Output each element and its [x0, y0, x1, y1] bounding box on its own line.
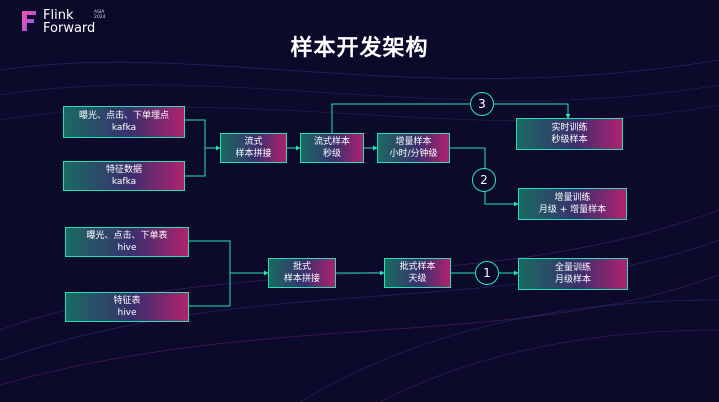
- marker-3: 3: [470, 92, 494, 116]
- node-label: 流式: [244, 137, 263, 147]
- edge-batch-source1-to-batch-join: [189, 240, 269, 276]
- logo-wordmark: Flink Forward: [43, 9, 95, 35]
- node-realtime-events-kafka: 曝光、点击、下单埋点 kafka: [63, 106, 185, 138]
- node-label: 全量训练: [554, 263, 591, 273]
- node-sublabel: kafka: [111, 177, 137, 187]
- node-batch-events-hive: 曝光、点击、下单表 hive: [65, 227, 189, 257]
- node-realtime-training: 实时训练 秒级样本: [516, 118, 623, 150]
- node-label: 曝光、点击、下单表: [86, 231, 168, 241]
- node-label: 批式: [292, 262, 311, 272]
- node-sublabel: hive: [117, 243, 137, 253]
- node-label: 特征数据: [105, 165, 142, 175]
- flink-logo-icon: [22, 11, 36, 31]
- logo-sub-1: ASIA: [94, 10, 105, 15]
- node-incremental-sample: 增量样本 小时/分钟级: [377, 133, 450, 163]
- node-sublabel: 秒级样本: [551, 135, 588, 145]
- logo-line-1: Flink: [43, 8, 74, 23]
- node-stream-join: 流式 样本拼接: [220, 133, 287, 163]
- node-feature-table-hive: 特征表 hive: [65, 292, 189, 322]
- node-full-training: 全量训练 月级样本: [518, 258, 628, 290]
- node-incremental-training: 增量训练 月级 + 增量样本: [518, 188, 627, 220]
- logo-sub-2: 2024: [94, 15, 106, 20]
- node-feature-data-kafka: 特征数据 kafka: [63, 161, 185, 191]
- edge-batch-source2-to-batch-join: [189, 273, 231, 307]
- node-stream-sample: 流式样本 秒级: [300, 133, 364, 163]
- node-batch-sample: 批式样本 天级: [384, 258, 451, 288]
- logo-line-2: Forward: [43, 21, 96, 36]
- node-sublabel: 天级: [408, 274, 427, 284]
- node-sublabel: hive: [117, 308, 137, 318]
- node-sublabel: 小时/分钟级: [389, 149, 438, 159]
- node-label: 曝光、点击、下单埋点: [78, 111, 169, 121]
- marker-1: 1: [475, 261, 499, 285]
- marker-2: 2: [472, 168, 496, 192]
- page-title: 样本开发架构: [290, 36, 429, 61]
- edge-stream-sample-to-realtime-training: [331, 103, 571, 133]
- logo-event-tag: ASIA 2024: [94, 10, 105, 20]
- node-label: 增量样本: [395, 137, 432, 147]
- node-sublabel: 月级 + 增量样本: [538, 205, 607, 215]
- node-sublabel: 样本拼接: [235, 149, 272, 159]
- node-sublabel: 样本拼接: [283, 274, 320, 284]
- node-label: 增量训练: [554, 193, 591, 203]
- flink-forward-logo: Flink Forward ASIA 2024: [20, 9, 110, 43]
- edge-rt-source2-to-stream-join: [185, 148, 206, 177]
- node-batch-join: 批式 样本拼接: [268, 258, 336, 288]
- node-label: 批式样本: [399, 262, 436, 272]
- node-label: 实时训练: [551, 123, 588, 133]
- node-sublabel: 月级样本: [554, 275, 591, 285]
- node-label: 特征表: [113, 296, 141, 306]
- edge-rt-source1-to-stream-join: [185, 119, 221, 151]
- node-sublabel: kafka: [111, 123, 137, 133]
- node-sublabel: 秒级: [322, 149, 341, 159]
- node-label: 流式样本: [313, 137, 350, 147]
